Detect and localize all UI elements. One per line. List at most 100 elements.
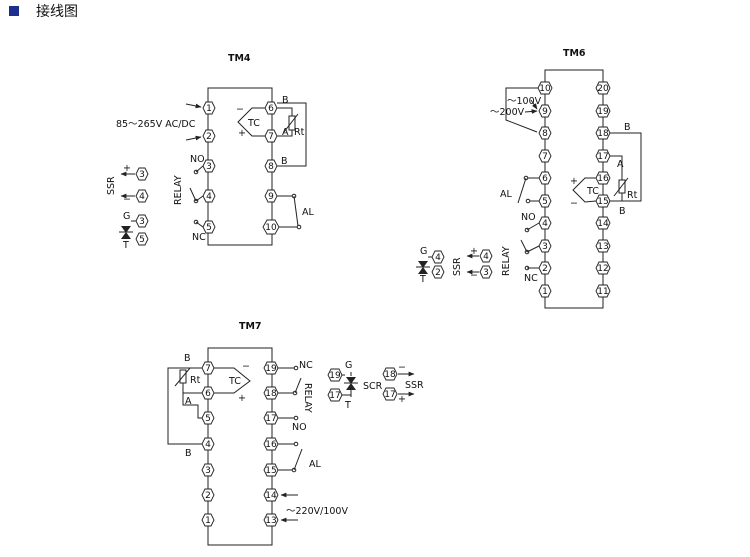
- tm7-pin-2[interactable]: 2: [201, 488, 215, 502]
- tm6-pin-4[interactable]: 4: [538, 216, 552, 230]
- tm4-body: [207, 87, 273, 246]
- tm4-tc-plus: +: [238, 128, 246, 139]
- svg-text:1: 1: [205, 516, 211, 526]
- tm6-title: TM6: [563, 48, 586, 59]
- tm6-pin-19[interactable]: 19: [595, 104, 611, 118]
- svg-text:−: −: [398, 362, 406, 373]
- tm6-pin-20[interactable]: 20: [595, 81, 611, 95]
- svg-text:17: 17: [265, 414, 276, 424]
- svg-text:1: 1: [542, 287, 548, 297]
- svg-text:6: 6: [542, 174, 548, 184]
- tm4-relay-nc-label: NC: [192, 232, 206, 243]
- svg-text:TC: TC: [586, 186, 599, 197]
- tm4-pin-2[interactable]: 2: [202, 129, 216, 143]
- svg-text:7: 7: [205, 364, 211, 374]
- tm7-ssr-pin-17: 17: [382, 387, 398, 401]
- svg-text:20: 20: [597, 84, 609, 94]
- svg-text:17: 17: [329, 391, 340, 401]
- svg-text:3: 3: [205, 466, 211, 476]
- tm6-pin-16[interactable]: 16: [595, 171, 611, 185]
- svg-text:A: A: [617, 159, 624, 170]
- tm6-pin-9[interactable]: 9: [538, 104, 552, 118]
- tm7-pin-19[interactable]: 19: [263, 361, 279, 375]
- svg-text:3: 3: [483, 268, 489, 278]
- svg-text:4: 4: [542, 219, 548, 229]
- svg-text:18: 18: [384, 370, 396, 380]
- tm4-pin-8[interactable]: 8: [264, 159, 278, 173]
- tm4-pin-6[interactable]: 6: [264, 101, 278, 115]
- tm6-pin-11[interactable]: 11: [595, 284, 611, 298]
- tm4-pin-5[interactable]: 5: [202, 220, 216, 234]
- svg-text:6: 6: [268, 104, 274, 114]
- tm7-pin-13[interactable]: 13: [263, 513, 279, 527]
- tm6-pin-7[interactable]: 7: [538, 149, 552, 163]
- tm4-pin-10[interactable]: 10: [262, 219, 280, 235]
- tm4-pin-3[interactable]: 3: [202, 159, 216, 173]
- svg-text:16: 16: [265, 440, 277, 450]
- tm7-pin-7[interactable]: 7: [201, 361, 215, 375]
- tm6-pin-14[interactable]: 14: [595, 216, 611, 230]
- tm6-pin-10[interactable]: 10: [537, 81, 553, 95]
- tm7-pin-4[interactable]: 4: [201, 437, 215, 451]
- svg-text:4: 4: [139, 192, 145, 202]
- tm7-pin-1[interactable]: 1: [201, 513, 215, 527]
- svg-text:TC: TC: [228, 376, 241, 387]
- tm7-pin-5[interactable]: 5: [201, 411, 215, 425]
- tm4-rtd-rt: Rt: [294, 127, 305, 138]
- svg-text:Rt: Rt: [190, 375, 201, 386]
- svg-text:B: B: [185, 448, 192, 459]
- tm6-pin-2[interactable]: 2: [538, 261, 552, 275]
- tm6-relay-switch: NO RELAY NC: [501, 212, 540, 284]
- tm6-ssr-output: SSR + − 4 3: [452, 246, 493, 281]
- tm4-relay-switch: [189, 165, 204, 228]
- svg-text:3: 3: [139, 170, 145, 180]
- tm7-pin-18[interactable]: 18: [263, 386, 279, 400]
- tm7-pin-14[interactable]: 14: [263, 488, 279, 502]
- svg-text:18: 18: [597, 129, 609, 139]
- svg-text:+: +: [238, 393, 246, 404]
- svg-text:4: 4: [206, 192, 212, 202]
- tm6-pin-1[interactable]: 1: [538, 284, 552, 298]
- tm6-pin-3[interactable]: 3: [538, 239, 552, 253]
- tm4-pin-1[interactable]: 1: [202, 101, 216, 115]
- svg-text:2: 2: [435, 268, 441, 278]
- tm6-power-200v: ～200V: [490, 107, 525, 118]
- svg-text:SSR: SSR: [106, 176, 117, 195]
- tm6-pin-5[interactable]: 5: [538, 194, 552, 208]
- svg-text:18: 18: [265, 389, 277, 399]
- tm6-pin-8[interactable]: 8: [538, 126, 552, 140]
- tm6-ssr-pin-4: 4: [479, 249, 493, 263]
- svg-text:11: 11: [597, 287, 608, 297]
- tm7-rtd-symbol: B Rt A B: [167, 353, 202, 459]
- tm4-pin-7[interactable]: 7: [264, 129, 278, 143]
- tm7-pin-6[interactable]: 6: [201, 386, 215, 400]
- tm7-pin-3[interactable]: 3: [201, 463, 215, 477]
- tm6-pin-13[interactable]: 13: [595, 239, 611, 253]
- tm4-pin-9[interactable]: 9: [264, 189, 278, 203]
- tm7-pin-17[interactable]: 17: [263, 411, 279, 425]
- tm6-pin-17[interactable]: 17: [595, 149, 611, 163]
- svg-text:19: 19: [265, 364, 277, 374]
- svg-text:3: 3: [206, 162, 212, 172]
- svg-text:17: 17: [384, 390, 395, 400]
- tm7-diagram: TM7 7 6 5 4 3 2 1 19 18 17 16 15 14 13: [167, 321, 424, 546]
- tm7-pin-15[interactable]: 15: [263, 463, 279, 477]
- tm4-tc-minus: −: [236, 104, 244, 115]
- svg-text:NC: NC: [524, 273, 538, 284]
- tm7-al-switch: AL: [278, 441, 321, 473]
- svg-text:5: 5: [542, 197, 548, 207]
- tm6-pin-12[interactable]: 12: [595, 261, 611, 275]
- svg-text:G: G: [420, 246, 427, 257]
- tm4-pin-4[interactable]: 4: [202, 189, 216, 203]
- tm7-scr-pin-17: 17: [327, 388, 343, 402]
- tm7-pin-16[interactable]: 16: [263, 437, 279, 451]
- svg-text:+: +: [570, 176, 578, 187]
- tm7-pins-left: 7 6 5 4 3 2 1: [201, 361, 215, 527]
- svg-text:～220V/100V: ～220V/100V: [286, 506, 348, 517]
- tm6-power-100v: ～100V: [507, 96, 542, 107]
- tm6-pin-18[interactable]: 18: [595, 126, 611, 140]
- tm7-ssr-output: 18 17 − + SSR: [382, 362, 424, 405]
- svg-text:14: 14: [265, 491, 277, 501]
- tm6-pin-6[interactable]: 6: [538, 171, 552, 185]
- svg-text:10: 10: [539, 84, 551, 94]
